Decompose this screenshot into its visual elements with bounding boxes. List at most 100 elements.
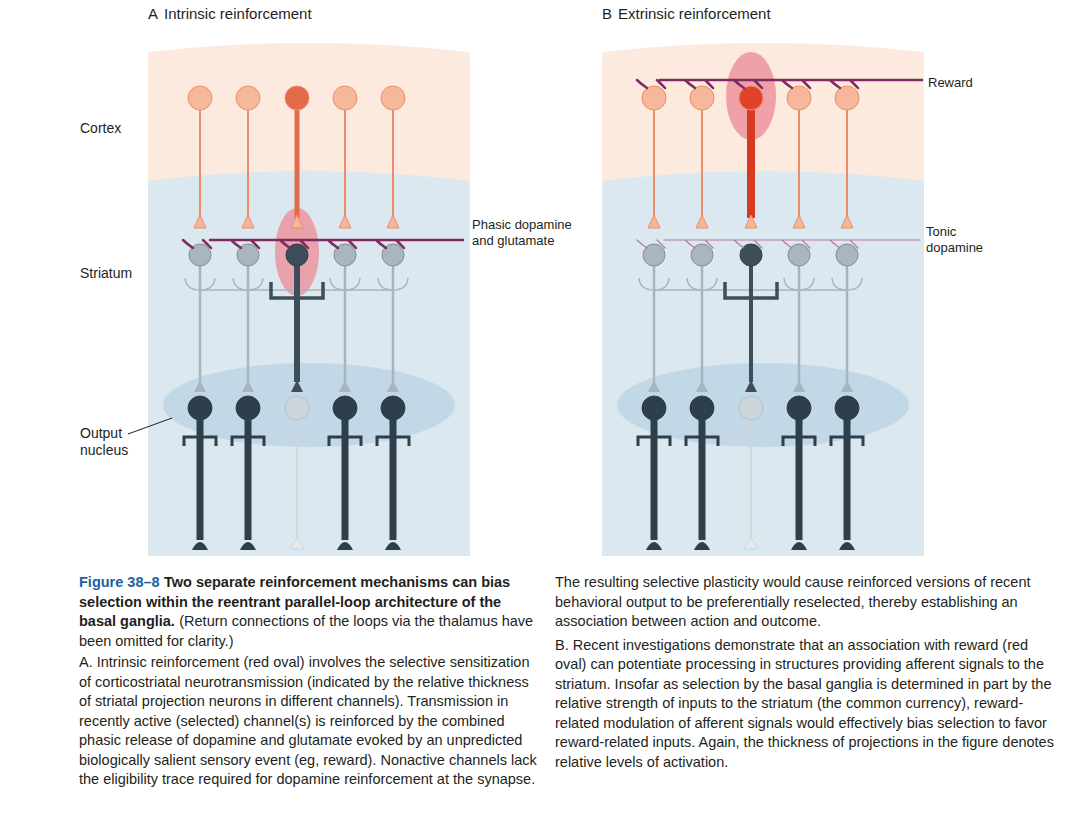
output-neuron [739, 396, 763, 420]
output-axon [197, 420, 204, 540]
output-axon [844, 420, 851, 540]
output-axon [750, 420, 752, 538]
striatal-axon [344, 266, 347, 382]
cortical-neuron [642, 86, 666, 110]
output-neuron [835, 396, 859, 420]
output-nucleus-region [163, 363, 455, 447]
striatal-axon [199, 266, 202, 382]
axon-terminal [337, 542, 353, 550]
region-label: Output nucleus [80, 425, 140, 459]
panel-title: A Intrinsic reinforcement [148, 4, 312, 24]
cortical-axon [846, 110, 848, 218]
output-axon [699, 420, 706, 540]
axon-terminal [841, 380, 853, 392]
caption-paragraph: B. Recent investigations demonstrate tha… [555, 636, 1063, 773]
axon-terminal [791, 542, 807, 550]
axon-terminal [242, 380, 254, 392]
region-label: Reward [928, 75, 1018, 91]
output-axon [651, 420, 658, 540]
axon-terminal [646, 542, 662, 550]
cortical-neuron [188, 86, 212, 110]
axon-terminal [694, 542, 710, 550]
output-nucleus-region [617, 363, 909, 447]
cortical-axon [747, 110, 755, 218]
output-neuron [236, 396, 260, 420]
panel-letter: A [148, 4, 158, 24]
dopamine-fiber [183, 240, 463, 248]
cortical-neuron [381, 86, 405, 110]
striatal-axon [798, 266, 801, 382]
axon-terminal [839, 542, 855, 550]
region-label: Tonic dopamine [926, 224, 1016, 256]
panel-title: BExtrinsic reinforcement [602, 4, 771, 24]
cortical-axon [392, 110, 394, 218]
dopamine-fiber [637, 240, 920, 248]
panel-letter: B [602, 4, 612, 24]
cortical-axon [798, 110, 800, 218]
axon-terminal [696, 380, 708, 392]
output-neuron [690, 396, 714, 420]
output-neuron [642, 396, 666, 420]
cortical-neuron [739, 86, 763, 110]
axon-terminal [339, 215, 351, 228]
output-neuron [188, 396, 212, 420]
cortex-band [148, 43, 470, 186]
axon-terminal [291, 380, 303, 392]
cortical-axon [199, 110, 201, 218]
cortical-axon [295, 110, 300, 218]
axon-terminal [793, 215, 805, 228]
leader-line [128, 418, 172, 434]
cortical-axon [247, 110, 249, 218]
striatum-band [602, 171, 924, 556]
output-axon [390, 420, 397, 540]
figure-number: Figure 38–8 [79, 574, 160, 590]
axon-terminal [387, 380, 399, 392]
cortex-band [602, 43, 924, 186]
output-neuron [787, 396, 811, 420]
cortical-neuron [835, 86, 859, 110]
striatal-axon [701, 266, 704, 382]
output-axon [796, 420, 803, 540]
output-neuron [381, 396, 405, 420]
output-neuron [285, 396, 309, 420]
striatal-axon [846, 266, 849, 382]
axon-terminal [290, 538, 304, 549]
cortical-neuron [236, 86, 260, 110]
axon-terminal [793, 380, 805, 392]
cortical-neuron [333, 86, 357, 110]
striatal-axon [653, 266, 656, 382]
axon-terminal [385, 542, 401, 550]
panel-illustration [148, 43, 470, 556]
reward-fiber [637, 80, 922, 88]
output-axon [245, 420, 252, 540]
axon-terminal [194, 215, 206, 228]
region-label: Cortex [80, 120, 146, 137]
cortical-neuron [285, 86, 309, 110]
axon-terminal [744, 538, 758, 549]
caption-column: The resulting selective plasticity would… [555, 573, 1063, 772]
axon-terminal [648, 215, 660, 228]
region-label: Phasic dopamine and glutamate [472, 217, 572, 249]
caption-paragraph: A. Intrinsic reinforcement (red oval) in… [79, 653, 542, 790]
cortical-neuron [787, 86, 811, 110]
panel-illustration [602, 43, 924, 556]
cortical-neuron [690, 86, 714, 110]
region-label: Striatum [80, 265, 146, 282]
striatal-axon [247, 266, 250, 382]
output-neuron [333, 396, 357, 420]
axon-terminal [194, 380, 206, 392]
axon-terminal [339, 380, 351, 392]
axon-terminal [648, 380, 660, 392]
caption-column: Figure 38–8Two separate reinforcement me… [79, 573, 542, 790]
axon-terminal [841, 215, 853, 228]
output-axon [296, 420, 298, 538]
panel-title-text: Intrinsic reinforcement [164, 4, 312, 24]
striatum-band [148, 171, 470, 556]
cortical-axon [653, 110, 655, 218]
axon-terminal [745, 380, 757, 392]
striatal-axon [749, 266, 753, 382]
axon-terminal [387, 215, 399, 228]
cortical-axon [344, 110, 346, 218]
axon-terminal [291, 215, 303, 228]
striatal-axon [392, 266, 395, 382]
